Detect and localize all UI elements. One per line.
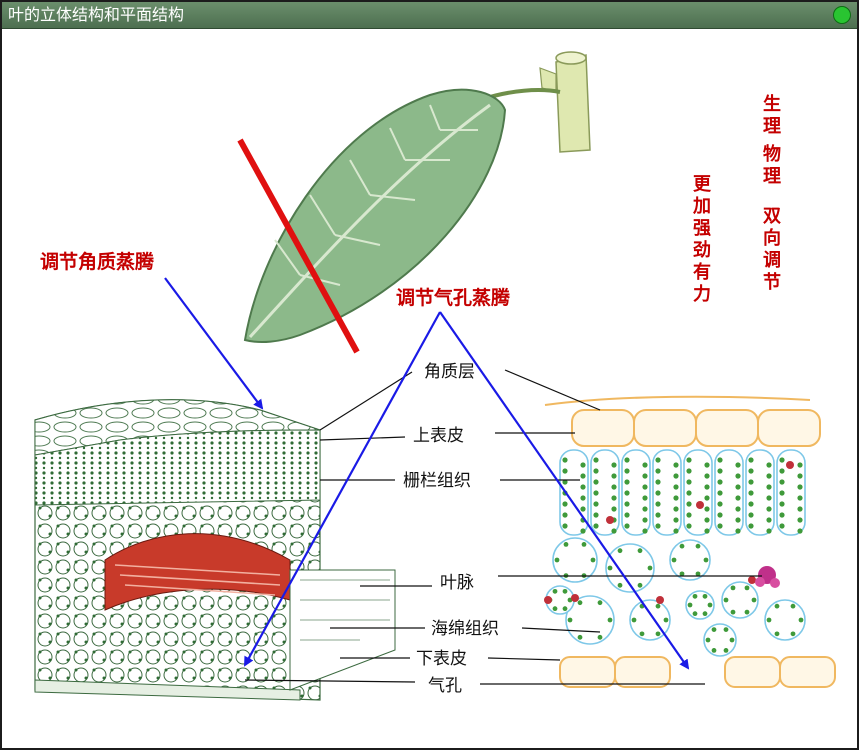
annotation-two-way: 双向调节 (763, 206, 781, 293)
label-spongy: 海绵组织 (431, 619, 499, 639)
spongy-cell (721, 581, 759, 619)
spongy-cell (605, 543, 655, 593)
spongy-cell (685, 590, 715, 620)
upper-epidermis-cell (571, 409, 635, 447)
status-dot-icon (833, 6, 851, 24)
leaf-3d-block (34, 399, 396, 701)
arrow-stoma-right (439, 311, 690, 670)
spongy-cell (629, 599, 671, 641)
title-bar: 叶的立体结构和平面结构 (2, 2, 857, 29)
upper-epidermis-cell (633, 409, 697, 447)
upper-epidermis-cell (695, 409, 759, 447)
label-stoma: 气孔 (428, 676, 462, 696)
window-title: 叶的立体结构和平面结构 (8, 5, 185, 24)
spongy-cell (669, 539, 711, 581)
leaf-illustration (243, 51, 591, 344)
annotation-stomatal-transpiration: 调节气孔蒸腾 (396, 286, 511, 309)
spongy-cell (764, 599, 806, 641)
annotation-physiology-1: 生理 (763, 93, 781, 137)
label-lower-epidermis: 下表皮 (416, 649, 467, 669)
upper-epidermis-cell (757, 409, 821, 447)
lower-epidermis-cell (724, 656, 781, 688)
annotations: 调节角质蒸腾 调节气孔蒸腾 更加强劲有力 生理 物理 双向调节 (39, 92, 783, 311)
spongy-cell (552, 537, 598, 583)
label-vein: 叶脉 (440, 573, 474, 593)
label-cuticle: 角质层 (424, 362, 475, 382)
leaf-cross-section (544, 395, 836, 688)
lower-epidermis-cell (779, 656, 836, 688)
transpiration-arrows (164, 277, 690, 670)
label-upper-epidermis: 上表皮 (413, 426, 464, 446)
label-pointers (244, 369, 762, 685)
arrow-cuticle (164, 277, 264, 410)
structure-labels: 角质层 上表皮 栅栏组织 叶脉 海绵组织 下表皮 气孔 (403, 362, 499, 696)
annotation-cuticle-transpiration: 调节角质蒸腾 (40, 250, 155, 273)
annotation-physiology-2: 物理 (763, 143, 781, 187)
annotation-more-effective: 更加强劲有力 (692, 174, 712, 305)
label-palisade: 栅栏组织 (403, 471, 471, 491)
spongy-cell (565, 595, 615, 645)
arrow-stoma-left (244, 311, 441, 667)
strike-line (237, 138, 360, 354)
lower-epidermis-cell (614, 656, 671, 688)
lower-epidermis-cell (559, 656, 616, 688)
spongy-cell (703, 623, 737, 657)
